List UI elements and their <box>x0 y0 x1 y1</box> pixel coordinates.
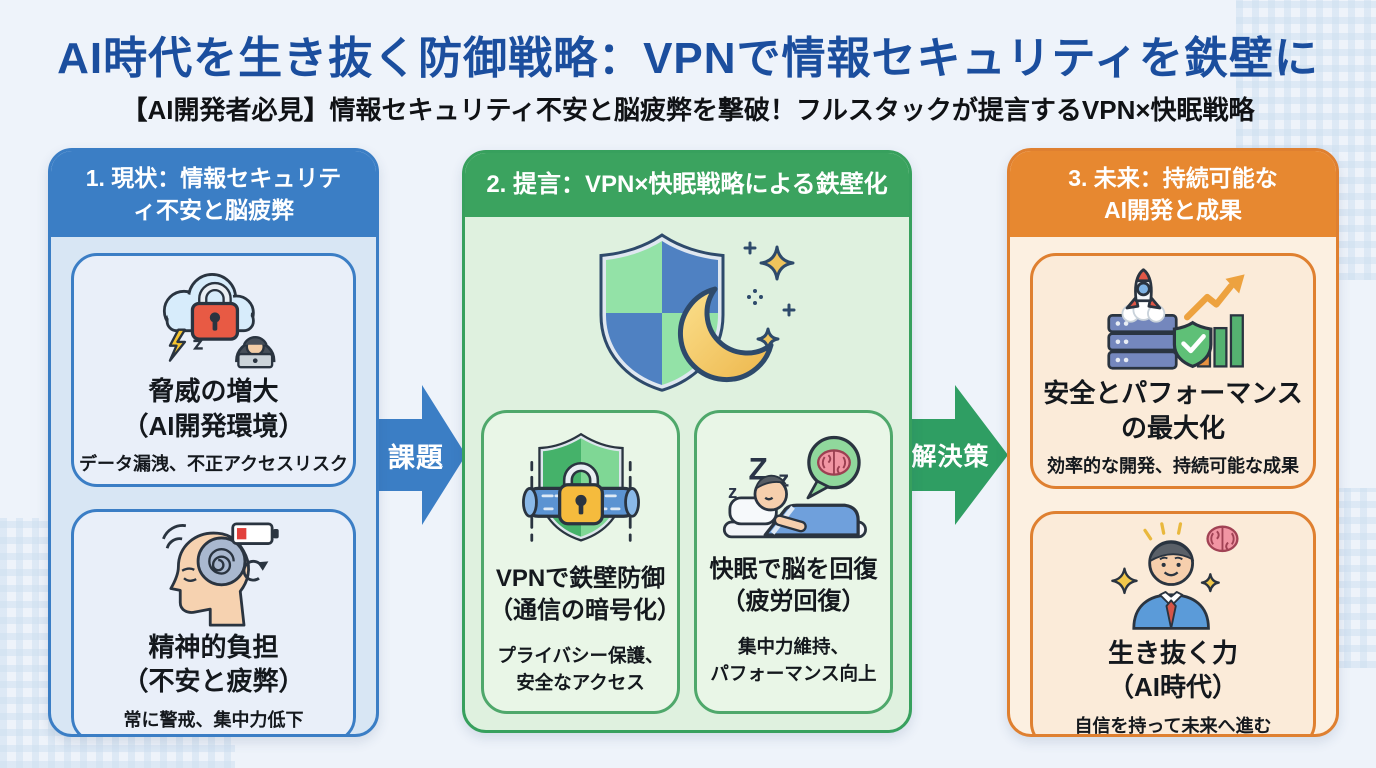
performance-card-title: 安全とパフォーマンス の最大化 <box>1043 376 1302 445</box>
survive-card: 生き抜く力 （AI時代） 自信を持って未来へ進む <box>1030 511 1316 736</box>
cloud-lock-hacker-icon <box>139 264 289 372</box>
page-subtitle: 【AI開発者必見】情報セキュリティ不安と脳疲弊を撃破！フルスタックが提言するVP… <box>121 95 1255 125</box>
page-title: AI時代を生き抜く防御戦略：VPNで情報セキュリティを鉄壁に <box>57 34 1319 83</box>
right-arrow-icon <box>903 385 1008 525</box>
column-proposal: 2. 提言：VPN×快眠戦略による鉄壁化 <box>462 150 912 733</box>
survive-title-line2: （AI時代） <box>1107 672 1238 703</box>
column-proposal-header: 2. 提言：VPN×快眠戦略による鉄壁化 <box>465 153 909 217</box>
threat-card-title: 脅威の増大 （AI開発環境） <box>122 374 304 443</box>
svg-text:z: z <box>728 480 737 501</box>
right-arrow-icon <box>376 385 466 525</box>
survive-card-desc: 自信を持って未来へ進む <box>1074 715 1272 736</box>
sleep-recovery-title: 快眠で脳を回復 （疲労回復） <box>710 554 878 619</box>
threat-title-line2: （AI開発環境） <box>122 410 305 441</box>
vpn-tunnel-lock-icon <box>511 429 651 559</box>
mental-load-card-desc: 常に警戒、集中力低下 <box>123 709 304 730</box>
vpn-defense-desc: プライバシー保護、 安全なアクセス <box>497 643 663 697</box>
column-future-header-line2: AI開発と成果 <box>1104 197 1242 224</box>
confident-developer-icon <box>1098 522 1248 634</box>
performance-title-line2: の最大化 <box>1120 412 1225 443</box>
vpn-title-line2: （通信の暗号化） <box>489 596 681 624</box>
column-current-state: 1. 現状：情報セキュリテ ィ不安と脳疲弊 <box>48 148 379 737</box>
sleep-brain-recovery-icon: z Z z <box>715 429 873 550</box>
vpn-defense-card: VPNで鉄壁防御 （通信の暗号化） プライバシー保護、 安全なアクセス <box>481 409 681 714</box>
sleep-desc-line1: 集中力維持、 <box>737 636 849 658</box>
performance-card-desc: 効率的な開発、持続可能な成果 <box>1047 456 1299 476</box>
solution-arrow-label: 解決策 <box>911 443 990 471</box>
sleep-title-line2: （疲労回復） <box>721 587 866 615</box>
mental-load-card: 精神的負担 （不安と疲弊） 常に警戒、集中力低下 <box>71 509 356 734</box>
sleep-recovery-card: z Z z <box>694 409 893 714</box>
vpn-desc-line1: プライバシー保護、 <box>497 645 664 667</box>
vpn-title-line1: VPNで鉄壁防御 <box>495 564 666 592</box>
column-current-header-line1: 1. 現状：情報セキュリテ <box>85 165 342 191</box>
solution-arrow: 解決策 <box>903 385 1008 525</box>
sleep-title-line1: 快眠で脳を回復 <box>709 555 878 583</box>
svg-text:z: z <box>778 466 789 491</box>
column-current-header-line2: ィ不安と脳疲弊 <box>133 197 294 224</box>
mental-load-card-title: 精神的負担 （不安と疲弊） <box>122 630 304 699</box>
vpn-desc-line2: 安全なアクセス <box>516 672 645 694</box>
threat-card-desc: データ漏洩、不正アクセスリスク <box>78 454 349 474</box>
column-current-header: 1. 現状：情報セキュリテ ィ不安と脳疲弊 <box>51 151 376 238</box>
brain-fatigue-icon <box>139 520 289 628</box>
survive-card-title: 生き抜く力 （AI時代） <box>1108 636 1238 705</box>
sleep-desc-line2: パフォーマンス向上 <box>710 663 877 685</box>
hero-icon-area <box>465 217 909 410</box>
challenge-arrow: 課題 <box>376 385 466 525</box>
shield-moon-icon <box>562 233 812 393</box>
vpn-defense-title: VPNで鉄壁防御 （通信の暗号化） <box>489 563 681 628</box>
survive-title-line1: 生き抜く力 <box>1107 638 1238 668</box>
performance-title-line1: 安全とパフォーマンス <box>1043 378 1303 409</box>
performance-card: 安全とパフォーマンス の最大化 効率的な開発、持続可能な成果 <box>1030 253 1316 489</box>
column-future-header-line1: 3. 未来：持続可能な <box>1068 165 1278 191</box>
threat-title-line1: 脅威の増大 <box>148 376 279 407</box>
mental-title-line1: 精神的負担 <box>148 632 279 662</box>
sleep-recovery-desc: 集中力維持、 パフォーマンス向上 <box>710 634 876 688</box>
rocket-growth-security-icon <box>1096 264 1251 374</box>
column-future-header: 3. 未来：持続可能な AI開発と成果 <box>1010 151 1336 238</box>
mental-title-line2: （不安と疲弊） <box>122 666 305 697</box>
threat-card: 脅威の増大 （AI開発環境） データ漏洩、不正アクセスリスク <box>71 253 356 487</box>
column-future: 3. 未来：持続可能な AI開発と成果 <box>1007 148 1339 737</box>
challenge-arrow-label: 課題 <box>388 442 444 473</box>
